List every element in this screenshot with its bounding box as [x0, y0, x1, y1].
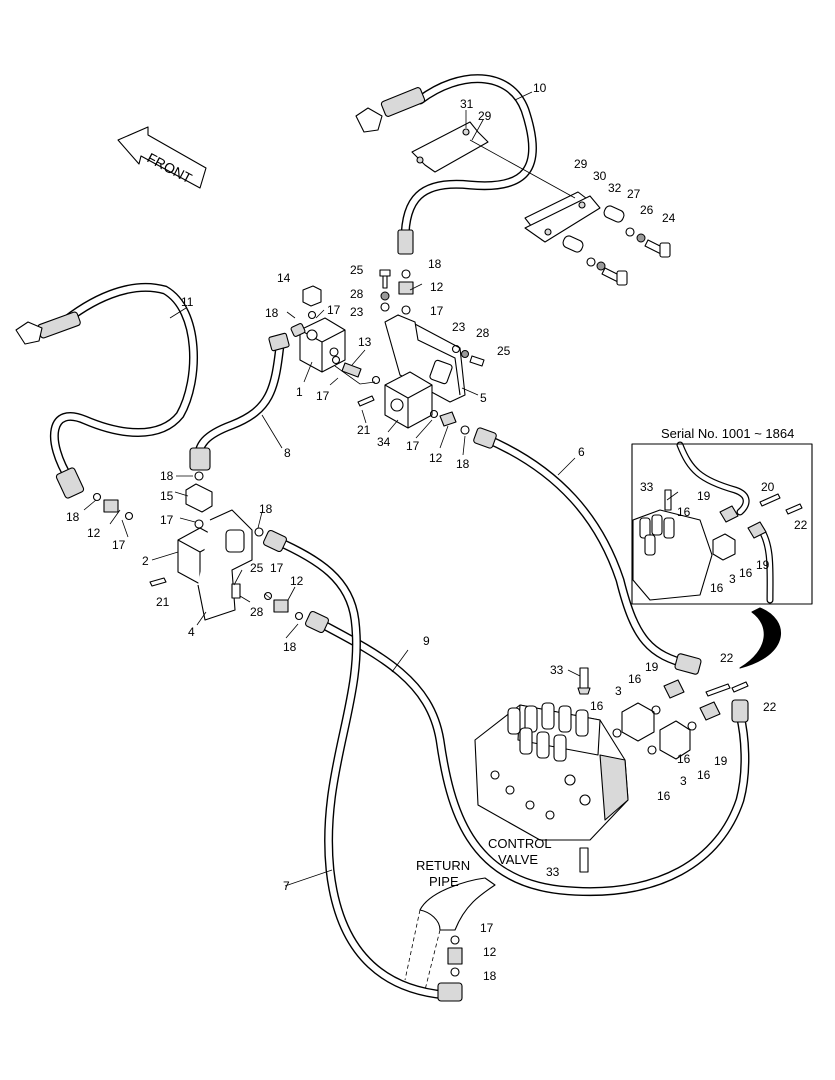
callout-19: 19: [697, 489, 711, 503]
callout-19: 19: [645, 660, 659, 674]
return-pipe-label-line2: PIPE: [429, 874, 459, 889]
callout-28: 28: [250, 605, 264, 619]
callout-16: 16: [710, 581, 724, 595]
callout-16: 16: [657, 789, 671, 803]
callout-8: 8: [284, 446, 291, 460]
callout-12: 12: [290, 574, 304, 588]
callout-17: 17: [430, 304, 444, 318]
callout-33: 33: [550, 663, 564, 677]
callout-5: 5: [480, 391, 487, 405]
callout-26: 26: [640, 203, 654, 217]
callouts: 10 31 29 29 30 32 27 26 24 25 18 28 12 2…: [66, 81, 808, 983]
callout-16: 16: [697, 768, 711, 782]
callout-19: 19: [714, 754, 728, 768]
callout-3: 3: [729, 572, 736, 586]
manifold-blocks: [177, 314, 466, 621]
callout-17: 17: [270, 561, 284, 575]
callout-16: 16: [739, 566, 753, 580]
callout-17: 17: [480, 921, 494, 935]
callout-16: 16: [677, 505, 691, 519]
hose-fittings: [15, 87, 749, 1002]
inset-title: Serial No. 1001 ~ 1864: [661, 426, 794, 441]
callout-18: 18: [265, 306, 279, 320]
callout-9: 9: [423, 634, 430, 648]
component-labels: CONTROL VALVE RETURN PIPE: [416, 836, 552, 889]
callout-23: 23: [350, 305, 364, 319]
callout-18: 18: [428, 257, 442, 271]
control-valve: [474, 667, 749, 873]
callout-14: 14: [277, 271, 291, 285]
callout-32: 32: [608, 181, 622, 195]
inset-hose: [676, 441, 750, 516]
callout-16: 16: [628, 672, 642, 686]
callout-21: 21: [156, 595, 170, 609]
front-arrow: FRONT: [117, 126, 207, 189]
callout-30: 30: [593, 169, 607, 183]
callout-23: 23: [452, 320, 466, 334]
fittings-orings: [92, 269, 485, 977]
callout-12: 12: [430, 280, 444, 294]
callout-27: 27: [627, 187, 641, 201]
callout-31: 31: [460, 97, 474, 111]
callout-6: 6: [578, 445, 585, 459]
callout-18: 18: [66, 510, 80, 524]
callout-12: 12: [483, 945, 497, 959]
callout-17: 17: [406, 439, 420, 453]
leader-lines: [83, 91, 679, 887]
callout-25: 25: [497, 344, 511, 358]
callout-22: 22: [794, 518, 808, 532]
callout-4: 4: [188, 625, 195, 639]
callout-21: 21: [357, 423, 371, 437]
callout-2: 2: [142, 554, 149, 568]
hoses: [50, 74, 774, 1000]
callout-12: 12: [87, 526, 101, 540]
callout-19: 19: [756, 558, 770, 572]
callout-13: 13: [358, 335, 372, 349]
callout-17: 17: [112, 538, 126, 552]
callout-7: 7: [283, 879, 290, 893]
callout-11: 11: [181, 295, 194, 309]
callout-15: 15: [160, 489, 174, 503]
inset-frame: [631, 443, 813, 605]
callout-3: 3: [615, 684, 622, 698]
callout-24: 24: [662, 211, 676, 225]
callout-22: 22: [763, 700, 777, 714]
callout-29: 29: [574, 157, 588, 171]
hose-clamps: [411, 121, 671, 286]
control-valve-label-line1: CONTROL: [488, 836, 552, 851]
control-valve-label-line2: VALVE: [498, 852, 538, 867]
callout-12: 12: [429, 451, 443, 465]
callout-18: 18: [283, 640, 297, 654]
return-pipe-label-line1: RETURN: [416, 858, 470, 873]
callout-33: 33: [546, 865, 560, 879]
serial-inset: Serial No. 1001 ~ 1864: [631, 426, 813, 669]
callout-28: 28: [476, 326, 490, 340]
callout-20: 20: [761, 480, 775, 494]
callout-22: 22: [720, 651, 734, 665]
callout-29: 29: [478, 109, 492, 123]
callout-25: 25: [350, 263, 364, 277]
callout-16: 16: [590, 699, 604, 713]
callout-33: 33: [640, 480, 654, 494]
callout-18: 18: [259, 502, 273, 516]
callout-25: 25: [250, 561, 264, 575]
callout-3: 3: [680, 774, 687, 788]
hose-7: [270, 535, 450, 1000]
callout-34: 34: [377, 435, 391, 449]
callout-17: 17: [327, 303, 341, 317]
callout-17: 17: [160, 513, 174, 527]
callout-18: 18: [483, 969, 497, 983]
callout-1: 1: [296, 385, 303, 399]
callout-28: 28: [350, 287, 364, 301]
callout-16: 16: [677, 752, 691, 766]
callout-18: 18: [456, 457, 470, 471]
callout-10: 10: [533, 81, 547, 95]
callout-18: 18: [160, 469, 174, 483]
callout-17: 17: [316, 389, 330, 403]
return-pipe: [404, 877, 496, 991]
